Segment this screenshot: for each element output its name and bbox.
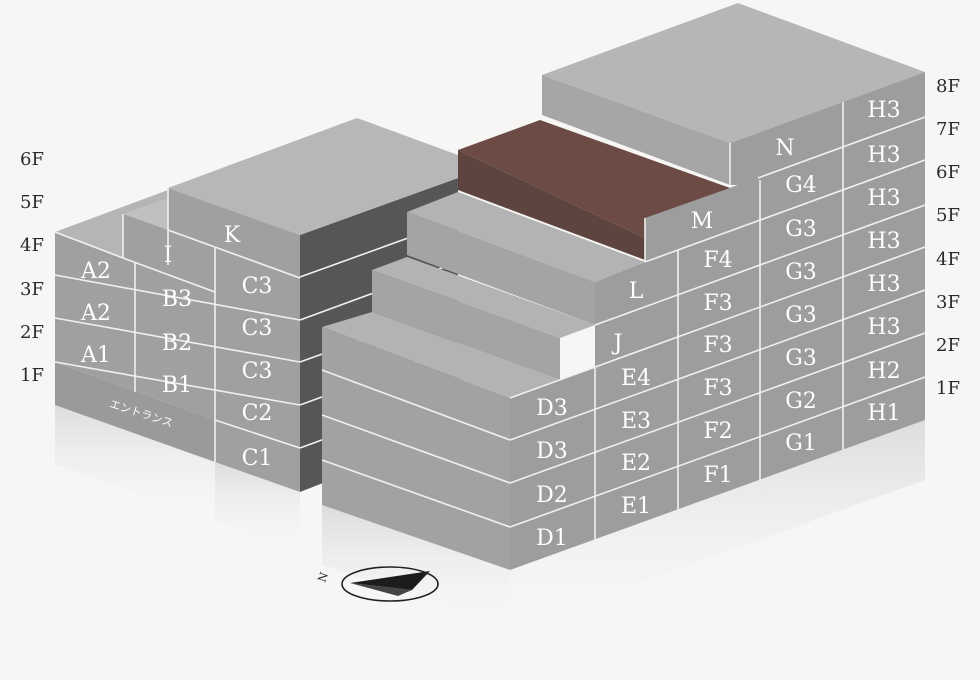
- unit-e2[interactable]: E2: [621, 451, 651, 476]
- floor-label-left-2f: 2F: [20, 322, 44, 343]
- roof-j: [372, 257, 595, 338]
- unit-i[interactable]: I: [164, 243, 173, 268]
- unit-a2-3f[interactable]: A2: [80, 301, 111, 326]
- right-building: [321, 3, 926, 570]
- unit-e3[interactable]: E3: [621, 409, 651, 434]
- roof-d: [322, 312, 560, 398]
- unit-g3-4f[interactable]: G3: [785, 303, 817, 328]
- floor-labels-right: 8F 7F 6F 5F 4F 3F 2F 1F: [936, 76, 960, 399]
- unit-h3-6f[interactable]: H3: [867, 186, 900, 211]
- unit-c3-5f[interactable]: C3: [242, 274, 273, 299]
- floor-label-left-1f: 1F: [20, 365, 44, 386]
- floor-label-right-7f: 7F: [936, 119, 960, 140]
- unit-h3-4f[interactable]: H3: [867, 272, 900, 297]
- ground-reflection: [55, 405, 925, 630]
- unit-d1[interactable]: D1: [536, 526, 568, 551]
- floor-label-right-1f: 1F: [936, 378, 960, 399]
- unit-g3-6f[interactable]: G3: [785, 217, 817, 242]
- unit-h3-3f[interactable]: H3: [867, 315, 900, 340]
- unit-d2[interactable]: D2: [536, 483, 568, 508]
- unit-a2-4f[interactable]: A2: [80, 259, 111, 284]
- unit-c2[interactable]: C2: [242, 401, 273, 426]
- unit-h3-5f[interactable]: H3: [867, 229, 900, 254]
- floor-label-left-3f: 3F: [20, 279, 44, 300]
- unit-g1[interactable]: G1: [785, 431, 817, 456]
- unit-j[interactable]: J: [612, 331, 623, 356]
- compass-north-label: N: [315, 570, 331, 584]
- unit-h2[interactable]: H2: [867, 359, 900, 384]
- unit-f3-5f[interactable]: F3: [703, 291, 732, 316]
- floor-label-left-4f: 4F: [20, 235, 44, 256]
- unit-l[interactable]: L: [629, 279, 644, 304]
- floor-label-right-8f: 8F: [936, 76, 960, 97]
- floor-label-right-6f: 6F: [936, 162, 960, 183]
- unit-e1[interactable]: E1: [621, 494, 651, 519]
- unit-g2[interactable]: G2: [785, 389, 817, 414]
- unit-m[interactable]: M: [691, 209, 714, 234]
- unit-a1[interactable]: A1: [80, 343, 111, 368]
- floor-label-right-2f: 2F: [936, 335, 960, 356]
- floor-labels-left: 6F 5F 4F 3F 2F 1F: [20, 149, 44, 386]
- unit-g3-3f[interactable]: G3: [785, 346, 817, 371]
- compass-icon: N: [315, 566, 439, 602]
- unit-k[interactable]: K: [224, 223, 241, 248]
- unit-labels: K I A2 A2 A1 B3 B2 B1 C3 C3 C3 C2 C1 エント…: [80, 98, 901, 551]
- floor-label-left-5f: 5F: [20, 192, 44, 213]
- unit-f1[interactable]: F1: [703, 463, 732, 488]
- roof-n: [542, 3, 925, 143]
- unit-h3-7f[interactable]: H3: [867, 143, 900, 168]
- unit-f3-4f[interactable]: F3: [703, 333, 732, 358]
- unit-g3-5f[interactable]: G3: [785, 260, 817, 285]
- floor-label-right-5f: 5F: [936, 205, 960, 226]
- left-roof-k: [168, 118, 458, 235]
- unit-c1[interactable]: C1: [242, 446, 273, 471]
- floor-label-left-6f: 6F: [20, 149, 44, 170]
- unit-b1[interactable]: B1: [162, 373, 192, 398]
- unit-f4[interactable]: F4: [703, 248, 732, 273]
- floor-label-right-3f: 3F: [936, 292, 960, 313]
- unit-d3-3f[interactable]: D3: [536, 439, 568, 464]
- unit-f3-3f[interactable]: F3: [703, 376, 732, 401]
- unit-c3-3f[interactable]: C3: [242, 359, 273, 384]
- unit-h3-8f[interactable]: H3: [867, 98, 900, 123]
- unit-b3[interactable]: B3: [162, 287, 192, 312]
- unit-c3-4f[interactable]: C3: [242, 316, 273, 341]
- unit-e4[interactable]: E4: [621, 366, 651, 391]
- unit-h1[interactable]: H1: [867, 401, 900, 426]
- unit-b2[interactable]: B2: [162, 331, 192, 356]
- unit-d3-4f[interactable]: D3: [536, 396, 568, 421]
- floor-label-right-4f: 4F: [936, 249, 960, 270]
- roof-l: [407, 192, 645, 282]
- unit-n[interactable]: N: [775, 136, 794, 161]
- unit-f2[interactable]: F2: [703, 419, 732, 444]
- unit-g4[interactable]: G4: [785, 173, 817, 198]
